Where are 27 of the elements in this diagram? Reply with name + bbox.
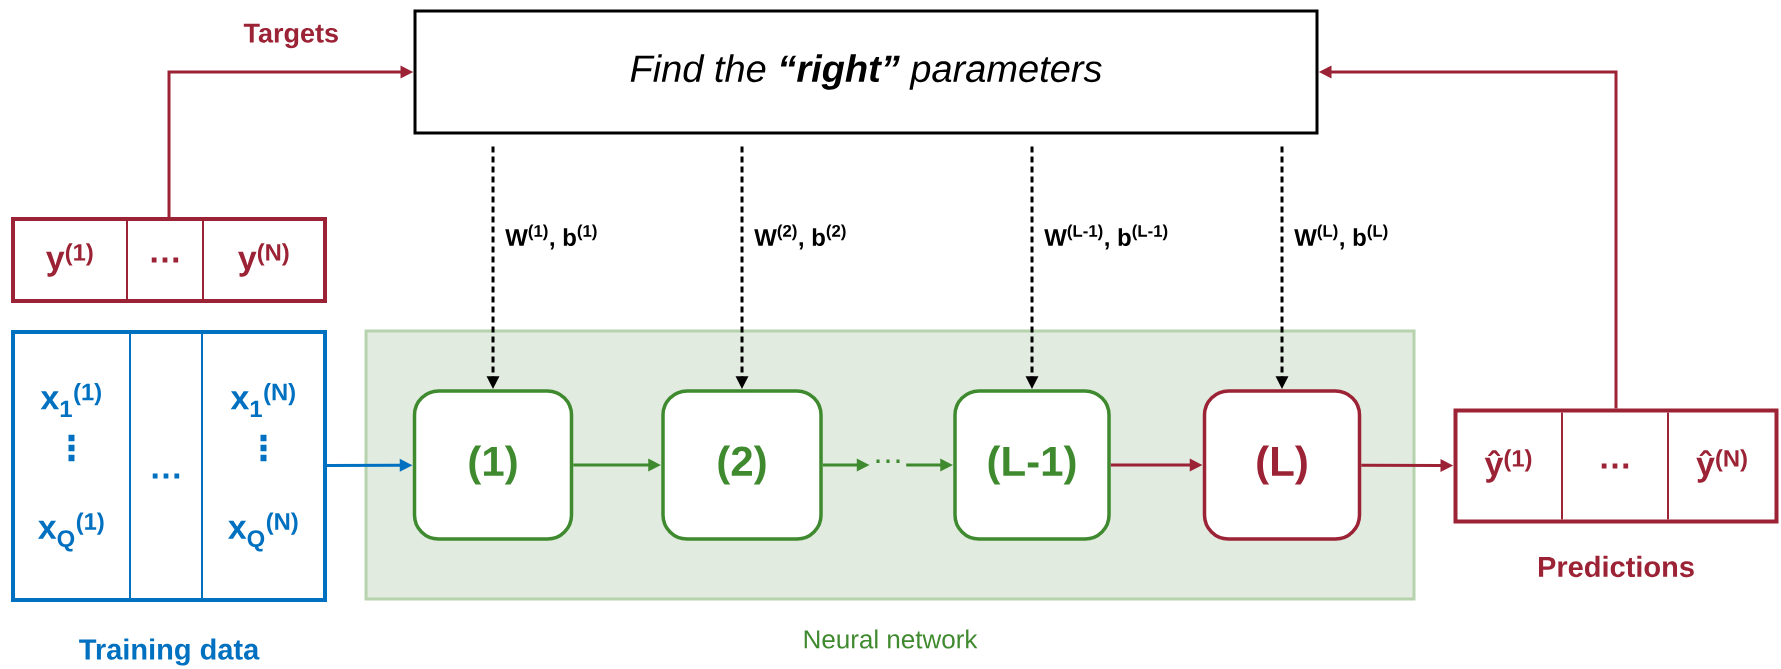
layer-box: (L-1) [953, 389, 1111, 541]
table-heading: Training data [79, 638, 260, 666]
edge-label: W$^{(L)}$, b$^{(L)}$ [1292, 222, 1391, 252]
edge-label: W$^{(L-1)}$, b$^{(L-1)}$ [1042, 222, 1171, 252]
band-heading: Neural network [804, 629, 978, 649]
edge-label: Targets [241, 21, 342, 51]
vector-entry: ŷ$^{(N)}$ [1696, 449, 1747, 483]
vector-entry: x$_{Q}$(N) [228, 512, 298, 552]
vector-entry: x$_{1}$(1) [40, 382, 101, 418]
vertical-ellipsis: ⋮ [260, 434, 267, 462]
ellipsis: … [151, 257, 179, 263]
vector-entry: y$^{(N)}$ [238, 243, 289, 277]
layer-box: (L) [1202, 389, 1362, 541]
vector-entry: ŷ$^{(1)}$ [1484, 449, 1532, 483]
edge-label: W$^{(2)}$, b$^{(2)}$ [752, 222, 849, 252]
edge-label: W$^{(1)}$, b$^{(1)}$ [503, 222, 600, 252]
ellipsis: … [152, 473, 180, 479]
ellipsis: … [1601, 463, 1629, 469]
table-heading: Predictions [1539, 555, 1694, 578]
vector-entry: y$^{(1)}$ [46, 243, 93, 277]
vector-entry: x$_{1}$(N) [230, 382, 295, 418]
layer-box: (1) [412, 389, 574, 541]
vector-entry: x$_{Q}$(1) [38, 512, 104, 552]
layer-box: (2) [661, 389, 823, 541]
vertical-ellipsis: ⋮ [68, 434, 75, 462]
objective-box: Find the “right” parameters [413, 9, 1319, 135]
ellipsis: ⋯ [876, 459, 900, 464]
